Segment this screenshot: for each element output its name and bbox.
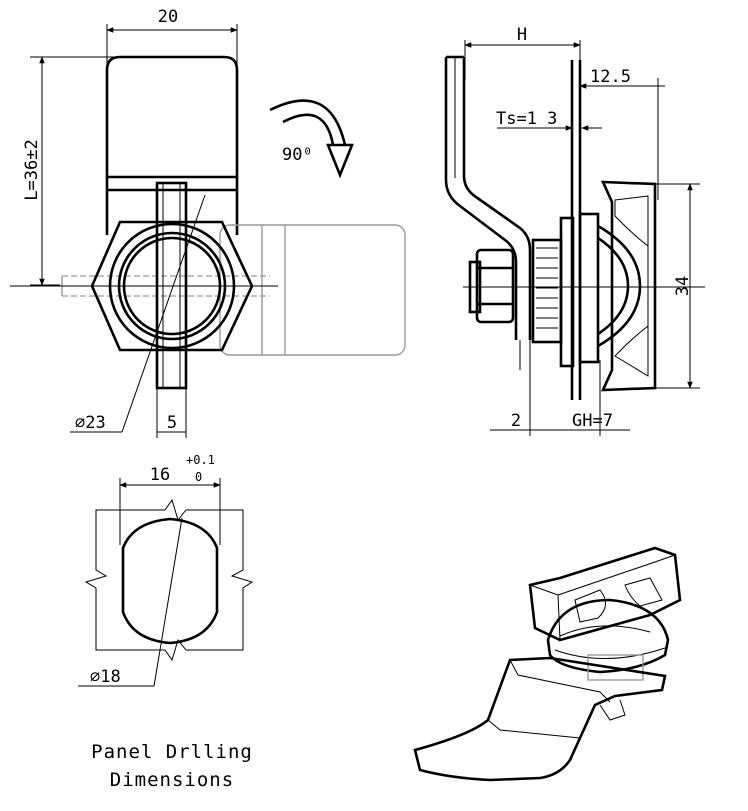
iso-head <box>546 598 670 681</box>
threaded-body <box>519 216 575 370</box>
rotation-arrow <box>269 99 354 179</box>
drill-diameter-label: ∅18 <box>90 667 121 687</box>
nut-side <box>468 248 515 324</box>
slot-dim-label: 5 <box>167 413 177 433</box>
width-dim-label: 20 <box>158 7 178 27</box>
caption-line-1: Panel Drlling <box>91 741 253 763</box>
drill-tol-upper: +0.1 <box>186 453 215 467</box>
caption-line-2: Dimensions <box>110 769 234 791</box>
drill-tol-lower: 0 <box>195 470 202 484</box>
cam-outer <box>444 57 518 340</box>
washer-dim-label: 2 <box>511 411 521 431</box>
panel-outline <box>84 498 254 662</box>
drill-width-dim-label: 16 <box>150 465 170 485</box>
ts-dim-label: Ts=1 3 <box>496 109 557 129</box>
drill-hole <box>121 517 219 645</box>
side-view: H 12.5 Ts=1 3 <box>444 25 705 436</box>
length-dim-label: L=36±2 <box>22 139 42 200</box>
diameter-dim-label: ∅23 <box>75 413 106 433</box>
front-view: 20 L=36±2 <box>10 7 406 438</box>
height-dim-label: 34 <box>673 276 693 296</box>
panel-drilling-view: 16 +0.1 0 ∅18 Panel Drlling Dimensions <box>78 453 254 791</box>
iso-cam <box>413 656 667 782</box>
drill-diameter-leader <box>153 517 183 687</box>
isometric-view <box>413 546 682 782</box>
h-dim-label: H <box>517 25 527 45</box>
offset-dim-label: 12.5 <box>590 67 631 87</box>
lock-body <box>105 55 239 177</box>
rotation-label: 90⁰ <box>282 145 313 165</box>
diameter-leader <box>121 194 206 433</box>
iso-t-handle <box>528 546 682 642</box>
gh-dim-label: GH=7 <box>572 411 613 431</box>
